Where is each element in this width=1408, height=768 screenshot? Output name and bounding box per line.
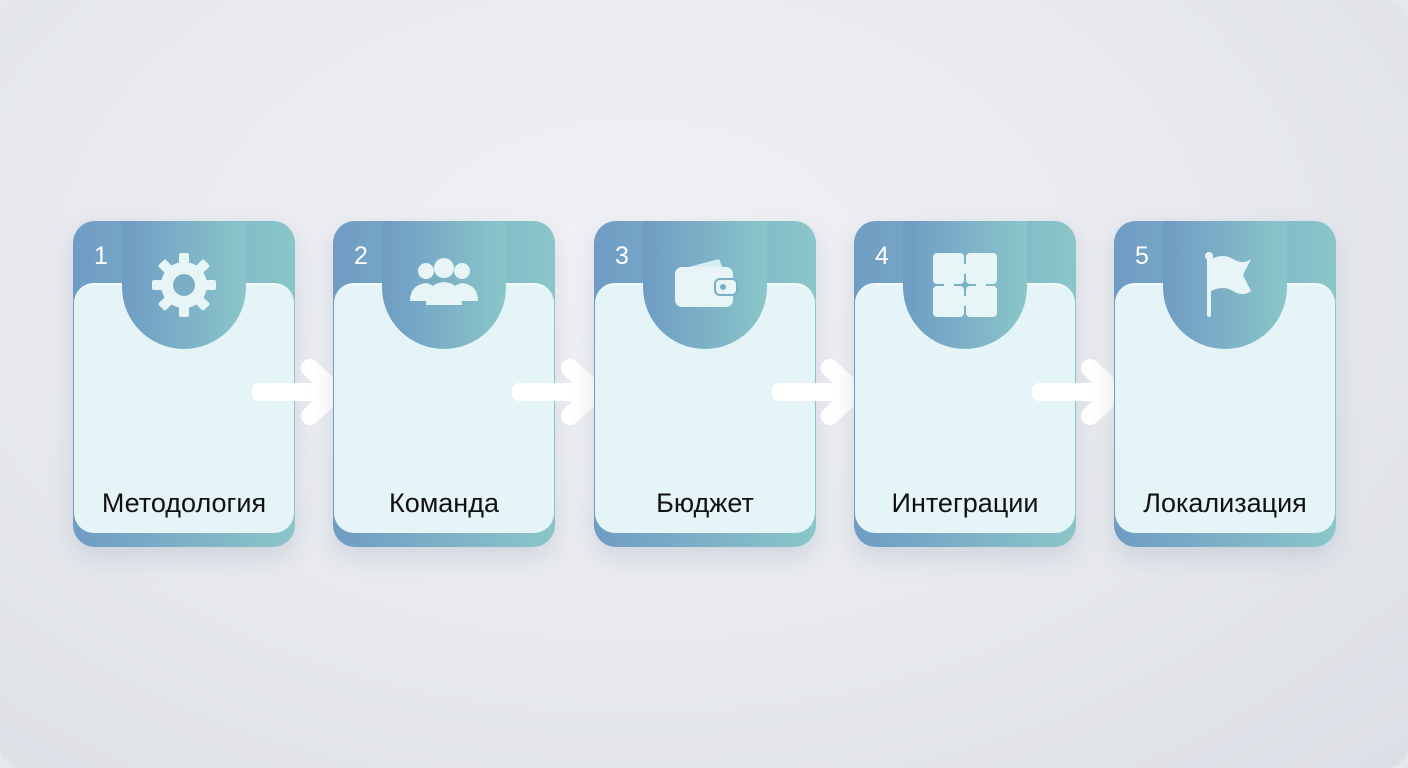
team-icon <box>404 251 484 321</box>
step-number: 4 <box>875 242 889 270</box>
icon-badge <box>1163 221 1287 349</box>
step-number: 3 <box>615 242 629 270</box>
icon-badge <box>382 221 506 349</box>
flag-icon <box>1185 251 1265 321</box>
step-number: 1 <box>94 242 108 270</box>
step-card-3: Бюджет 3 <box>594 221 816 547</box>
step-label: Бюджет <box>656 488 754 518</box>
icon-badge <box>643 221 767 349</box>
step-number: 2 <box>354 242 368 270</box>
step-card-body: Команда <box>334 283 554 533</box>
step-card-5: Локализация 5 <box>1114 221 1336 547</box>
step-number: 5 <box>1135 242 1149 270</box>
icon-badge <box>122 221 246 349</box>
step-label: Методология <box>101 488 267 518</box>
icon-badge <box>903 221 1027 349</box>
puzzle-icon <box>925 251 1005 321</box>
wallet-icon <box>665 251 745 321</box>
step-label: Команда <box>388 488 499 518</box>
gear-icon <box>144 251 224 321</box>
step-label: Локализация <box>1143 488 1307 518</box>
step-label: Интеграции <box>891 488 1039 518</box>
